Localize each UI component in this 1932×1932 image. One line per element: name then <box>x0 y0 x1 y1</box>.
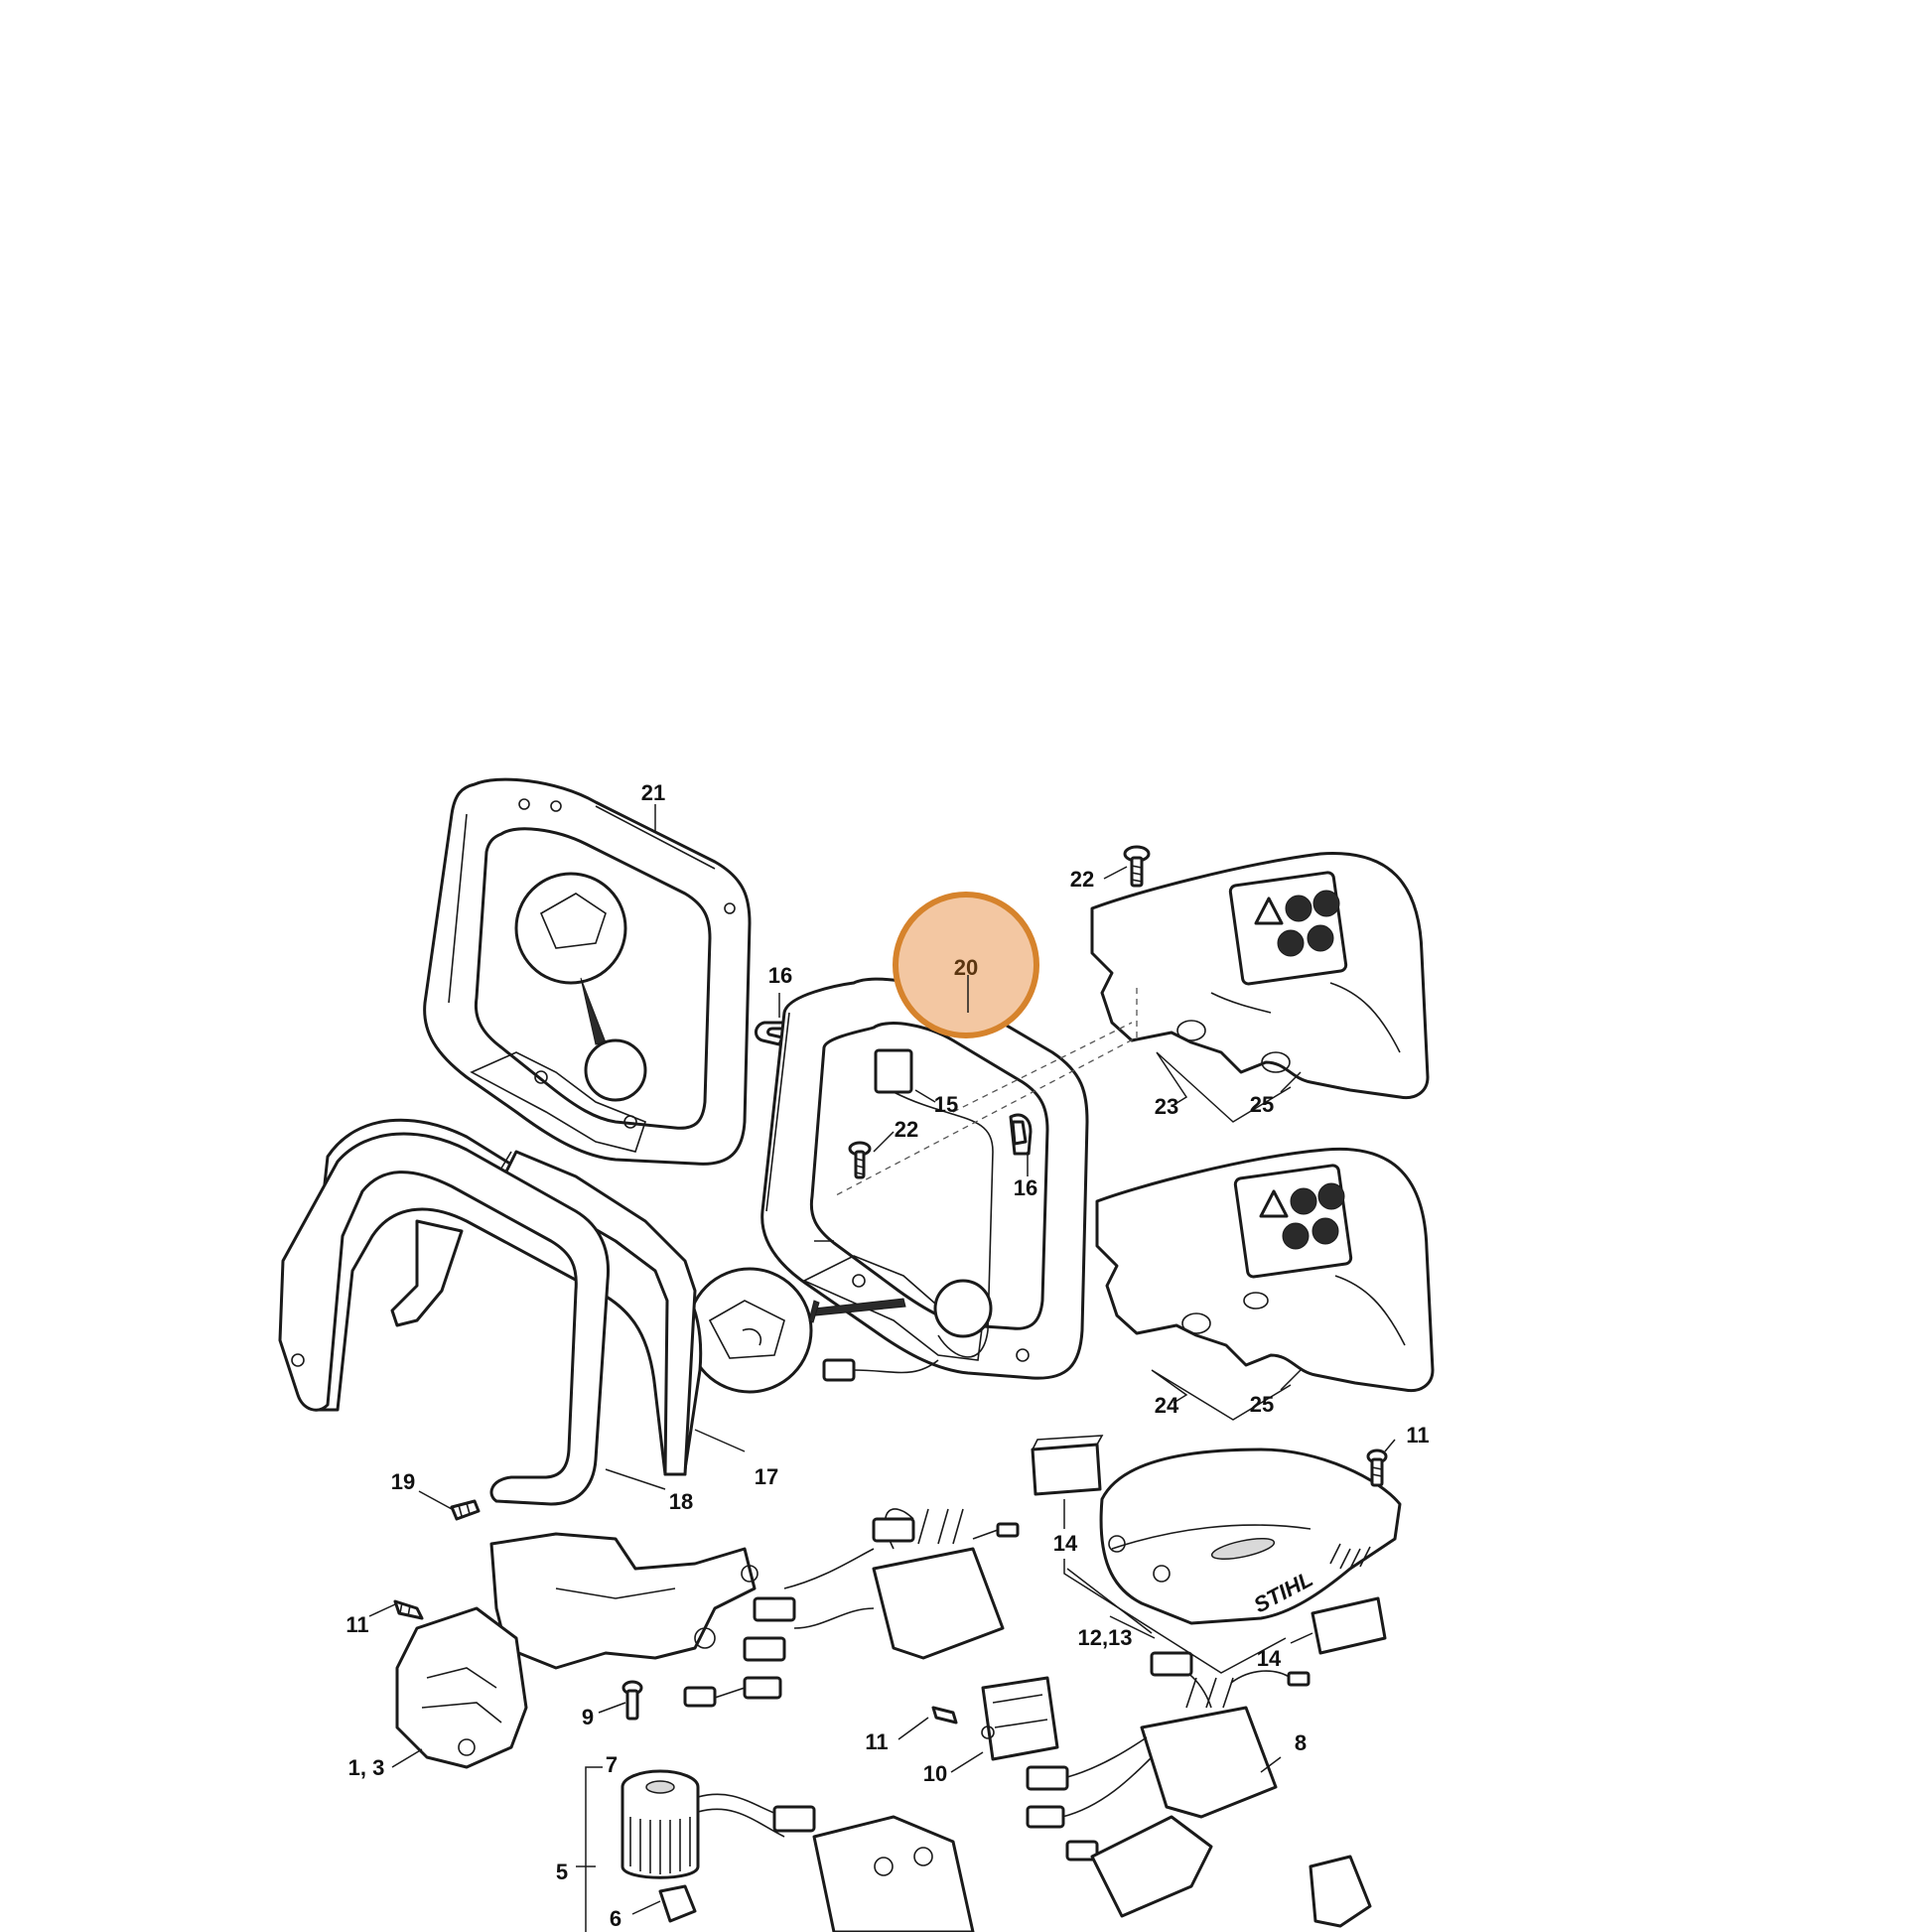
callout-5[interactable]: 5 <box>556 1860 568 1884</box>
electronics-module-part-7 <box>683 1240 1020 1708</box>
callout-16-center[interactable]: 16 <box>1014 1175 1037 1200</box>
callout-24[interactable]: 24 <box>1155 1393 1179 1418</box>
callout-15[interactable]: 15 <box>934 1092 958 1117</box>
callout-6[interactable]: 6 <box>610 1906 621 1931</box>
cover-plate-part-24 <box>1095 1147 1435 1393</box>
callout-14-upper[interactable]: 14 <box>1053 1531 1078 1556</box>
callout-10[interactable]: 10 <box>923 1761 947 1786</box>
callout-16-upper[interactable]: 16 <box>768 963 792 988</box>
callout-21[interactable]: 21 <box>641 780 665 805</box>
callout-8[interactable]: 8 <box>1295 1730 1307 1755</box>
screw-part-11-left <box>393 1599 424 1620</box>
screw-part-22-upper <box>1123 845 1151 888</box>
motor-part-5 <box>621 1769 975 1932</box>
screw-part-11-center <box>931 1706 958 1725</box>
control-board-part-10 <box>981 1676 1059 1761</box>
housing-part-1-3 <box>395 1532 759 1769</box>
callout-18[interactable]: 18 <box>669 1489 693 1514</box>
handle-bar-part-18 <box>278 1132 611 1506</box>
callout-9[interactable]: 9 <box>582 1705 594 1729</box>
screw-part-11-right <box>1366 1449 1388 1487</box>
screw-part-22-center <box>848 1141 872 1179</box>
callout-25-lower[interactable]: 25 <box>1250 1392 1274 1417</box>
callout-1-3[interactable]: 1, 3 <box>348 1755 385 1780</box>
clip-part-16-center <box>1011 1120 1028 1146</box>
leader-lines <box>368 804 1396 1915</box>
clip-part-16-upper <box>755 1021 786 1046</box>
callout-14-lower[interactable]: 14 <box>1257 1646 1282 1671</box>
cover-plate-part-23 <box>1090 852 1430 1100</box>
callout-7[interactable]: 7 <box>606 1752 618 1777</box>
callout-11-center[interactable]: 11 <box>865 1729 888 1754</box>
callout-11-right[interactable]: 11 <box>1406 1423 1429 1448</box>
electronics-module-part-8 <box>1026 1651 1372 1928</box>
callout-labels: 21 22 16 15 22 16 23 25 24 25 11 14 12,1… <box>345 780 1429 1931</box>
callout-25-upper[interactable]: 25 <box>1250 1092 1274 1117</box>
assembly-dashed-lines <box>833 988 1138 1197</box>
bracket-7-1 <box>585 1766 603 1932</box>
callout-17[interactable]: 17 <box>755 1464 778 1489</box>
callout-12-13[interactable]: 12,13 <box>1077 1625 1132 1650</box>
filter-part-14-upper <box>1031 1435 1104 1496</box>
callout-label-20[interactable]: 20 <box>954 955 978 980</box>
screw-part-19 <box>450 1499 481 1521</box>
callout-11-left[interactable]: 11 <box>345 1612 368 1637</box>
bushing-part-6 <box>658 1884 697 1923</box>
callout-22-center[interactable]: 22 <box>895 1117 918 1142</box>
filter-part-14-lower <box>1311 1596 1387 1655</box>
motor-cover-part-12-13: STIHL <box>1099 1448 1402 1625</box>
detail-magnifier-circle <box>686 1267 820 1394</box>
callout-19[interactable]: 19 <box>391 1469 415 1494</box>
handle-frame-part-21 <box>423 777 752 1166</box>
callout-22-upper[interactable]: 22 <box>1070 867 1094 892</box>
handle-frame-part-20 <box>760 977 1089 1382</box>
callout-23[interactable]: 23 <box>1155 1094 1178 1119</box>
highlight-callout-20[interactable]: 20 <box>893 892 1039 1038</box>
screw-part-9 <box>621 1680 643 1721</box>
